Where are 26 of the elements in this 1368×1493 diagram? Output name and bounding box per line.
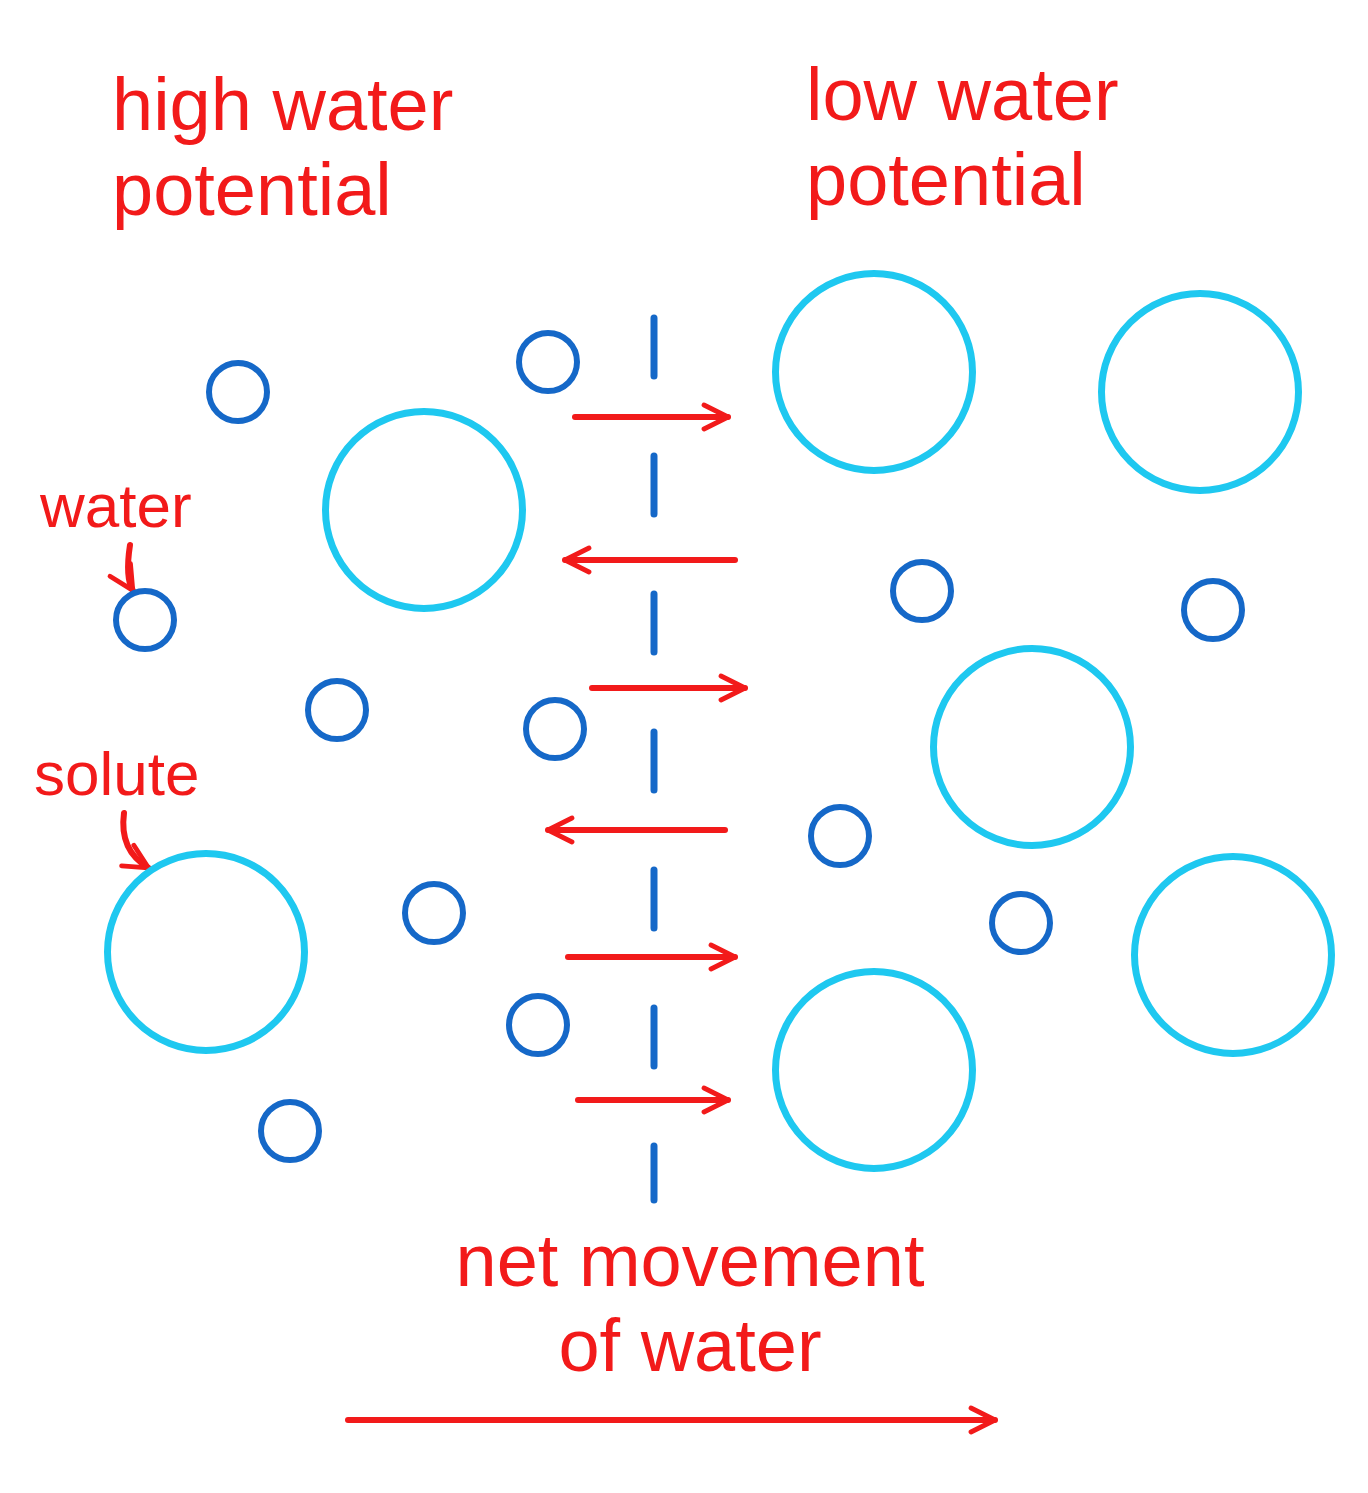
large-circle [772,270,976,474]
small-circle [402,881,466,945]
large-circle [930,645,1134,849]
small-circle [258,1099,322,1163]
small-circle [516,330,580,394]
leader-line [119,810,152,871]
large-circle [772,968,976,1172]
small-circle [808,804,872,868]
small-circle [113,588,177,652]
callout-text: solute [34,738,274,810]
small-circle [989,891,1053,955]
leader-line [108,542,136,594]
heading-text: high water potential [112,62,455,233]
small-circle [1181,578,1245,642]
small-circle [890,559,954,623]
large-circle [322,408,526,612]
heading-text: low water potential [806,52,1120,223]
small-circle [305,678,369,742]
small-circle [506,993,570,1057]
small-circle [206,360,270,424]
callout-text: water [40,470,280,542]
caption-text: net movement of water [454,1218,926,1389]
large-circle [1098,290,1302,494]
small-circle [523,697,587,761]
large-circle [1131,853,1335,1057]
large-circle [104,850,308,1054]
